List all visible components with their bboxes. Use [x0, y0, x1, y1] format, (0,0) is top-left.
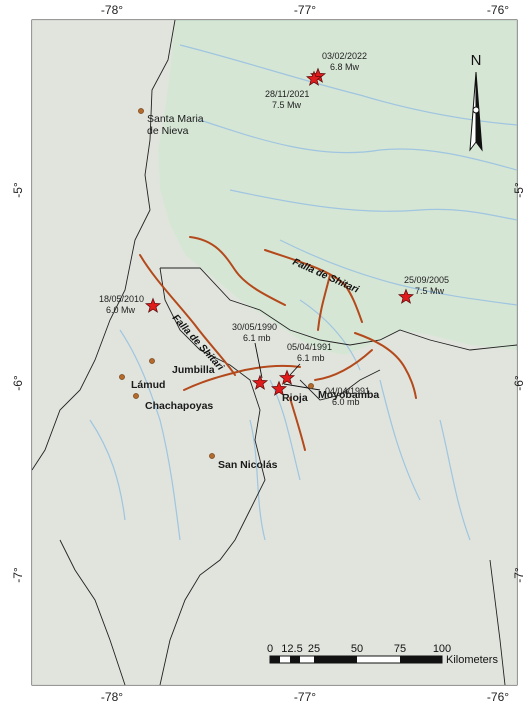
bottom-tick-label-1: -78° — [101, 690, 123, 704]
north-arrow-icon: N — [469, 52, 483, 152]
town-jumbilla: Jumbilla — [172, 364, 215, 376]
scale-bar[interactable]: 0 12.5 25 50 75 100 Kilometers — [267, 643, 499, 666]
scale-tick-50: 50 — [351, 643, 363, 655]
bottom-tick-label-2: -77° — [294, 690, 316, 704]
eq-1991b-date: 04/04/1991 — [325, 386, 370, 396]
eq-2022-date: 03/02/2022 — [322, 51, 367, 61]
eq-2005-mag: 7.5 Mw — [415, 286, 445, 296]
eq-1990-date: 30/05/1990 — [232, 322, 277, 332]
top-tick-label-3: -76° — [487, 3, 509, 17]
eq-1991a-date: 05/04/1991 — [287, 342, 332, 352]
right-tick-label-3: -7° — [512, 567, 526, 583]
eq-2021-mag: 7.5 Mw — [272, 100, 302, 110]
highland-region — [32, 20, 517, 685]
scale-tick-12-5: 12.5 — [281, 643, 302, 655]
eq-2010-date: 18/05/2010 — [99, 294, 144, 304]
earthquake-stars — [144, 67, 415, 396]
rivers — [89, 44, 518, 541]
town-moyobamba: Moyobamba — [318, 389, 379, 401]
scale-tick-100: 100 — [433, 643, 451, 655]
star-icon[interactable] — [278, 369, 296, 385]
top-tick-label-2: -77° — [294, 3, 316, 17]
town-santa-maria-1: Santa Maria — [147, 113, 204, 125]
left-tick-label-2: -6° — [11, 375, 25, 391]
star-icon[interactable] — [144, 297, 162, 313]
top-tick-label-1: -78° — [101, 3, 123, 17]
scale-tick-0: 0 — [267, 643, 273, 655]
borders — [31, 19, 518, 686]
eq-2005-date: 25/09/2005 — [404, 275, 449, 285]
leader-lines — [254, 342, 321, 391]
star-icon[interactable] — [397, 288, 415, 304]
left-tick-label-3: -7° — [11, 567, 25, 583]
scale-tick-25: 25 — [308, 643, 320, 655]
eq-1991b-mag: 6.0 mb — [332, 397, 360, 407]
scale-unit: Kilometers — [446, 654, 498, 666]
north-letter: N — [471, 52, 482, 69]
star-icon[interactable] — [305, 70, 323, 86]
star-icon[interactable] — [270, 380, 288, 396]
faults — [139, 236, 417, 451]
town-markers — [119, 108, 314, 459]
lowland-region — [158, 20, 517, 355]
scale-tick-75: 75 — [394, 643, 406, 655]
right-tick-label-2: -6° — [512, 375, 526, 391]
star-icon[interactable] — [251, 374, 269, 390]
eq-1990-mag: 6.1 mb — [243, 333, 271, 343]
eq-1991a-mag: 6.1 mb — [297, 353, 325, 363]
town-santa-maria-2: de Nieva — [147, 125, 189, 137]
bottom-tick-label-3: -76° — [487, 690, 509, 704]
eq-2021-date: 28/11/2021 — [265, 89, 309, 99]
eq-2010-mag: 6.0 Mw — [106, 305, 136, 315]
town-chachapoyas: Chachapoyas — [145, 400, 213, 412]
town-lamud: Lámud — [131, 379, 165, 391]
town-rioja: Rioja — [282, 392, 308, 404]
town-san-nicolas: San Nicolás — [218, 459, 278, 471]
right-tick-label-1: -5° — [512, 182, 526, 198]
left-tick-label-1: -5° — [11, 182, 25, 198]
eq-2022-mag: 6.8 Mw — [330, 62, 360, 72]
